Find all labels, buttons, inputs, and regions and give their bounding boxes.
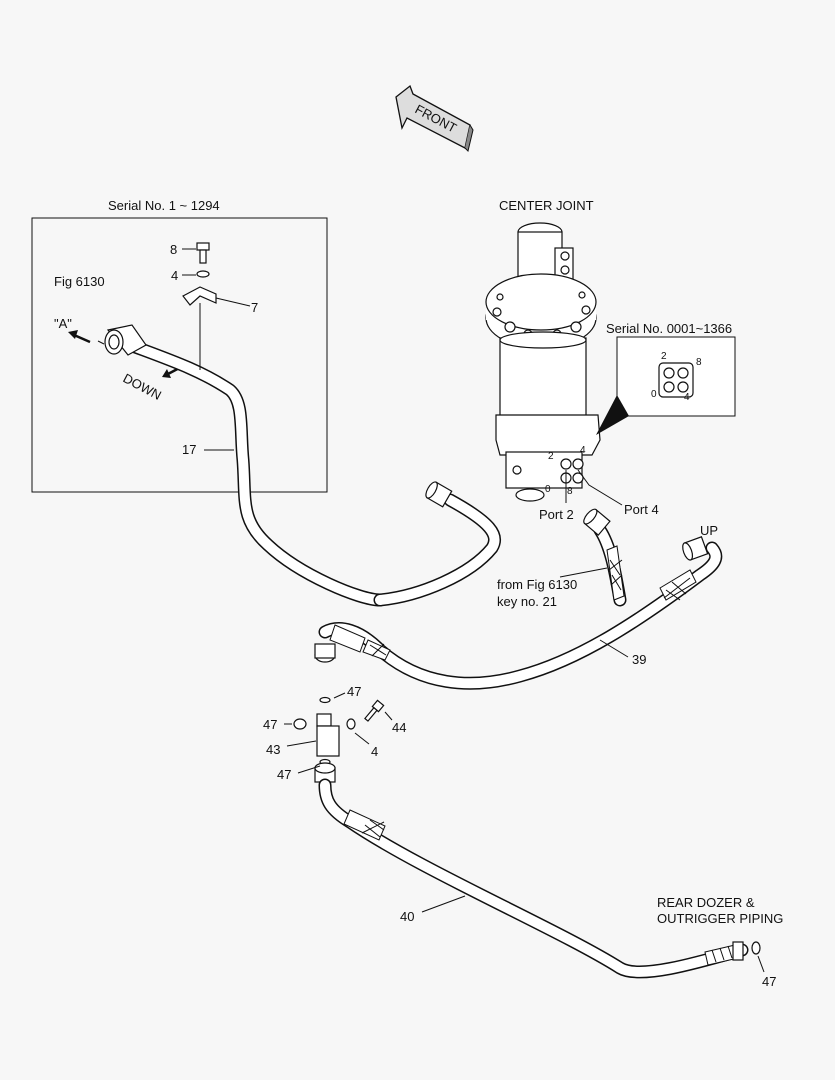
o-ring-47-end: [751, 941, 761, 955]
inset-port-num-2: 2: [661, 351, 667, 362]
tee-block-43: [316, 725, 340, 757]
front-direction-arrow: FRONT: [395, 84, 474, 152]
port-2-label: Port 2: [539, 507, 574, 522]
bolt-8: [196, 242, 210, 264]
callout-47-bottom: 47: [277, 767, 291, 782]
callout-47-left: 47: [263, 717, 277, 732]
pipe-40: 40 47 REAR DOZER & OUTRIGGER PIPING: [318, 778, 783, 989]
center-joint-title: CENTER JOINT: [499, 198, 594, 213]
callout-47-end: 47: [762, 974, 776, 989]
inset-serial-title: Serial No. 1 ~ 1294: [108, 198, 220, 213]
port-num-4: 4: [580, 445, 586, 456]
callout-17: 17: [182, 442, 196, 457]
view-a-label: "A": [54, 316, 72, 331]
destination-note-line1: REAR DOZER &: [657, 895, 755, 910]
callout-39: 39: [632, 652, 646, 667]
port-inset-title: Serial No. 0001~1366: [606, 321, 732, 336]
up-label: UP: [700, 523, 718, 538]
callout-44: 44: [392, 720, 406, 735]
center-joint: CENTER JOINT 2 4 0 8: [485, 198, 659, 522]
callout-47-top: 47: [347, 684, 361, 699]
tee-fitting-assembly: 47 47 44 43 4 47: [263, 684, 406, 783]
port-num-8: 8: [567, 486, 573, 497]
inset-port-num-8: 8: [696, 357, 702, 368]
callout-7: 7: [251, 300, 258, 315]
destination-note-line2: OUTRIGGER PIPING: [657, 911, 783, 926]
callout-43: 43: [266, 742, 280, 757]
callout-8: 8: [170, 242, 177, 257]
callout-40: 40: [400, 909, 414, 924]
port-num-0: 0: [545, 484, 551, 495]
inset-port-num-4: 4: [684, 392, 690, 403]
hose-from-fig-6130: from Fig 6130 key no. 21: [497, 508, 627, 609]
down-label: DOWN: [121, 370, 164, 403]
elbow-fitting: [97, 324, 147, 356]
bolt-44: [364, 699, 385, 722]
inset-fig-ref: Fig 6130: [54, 274, 105, 289]
callout-4-top: 4: [171, 268, 178, 283]
washer-4: [196, 270, 210, 278]
o-ring-47-top: [319, 696, 331, 704]
pipe-17: [373, 481, 501, 607]
callout-4-mid: 4: [371, 744, 378, 759]
early-serial-inset: Serial No. 1 ~ 1294 Fig 6130 "A" DOWN: [31, 198, 387, 607]
o-ring-47-left: [293, 718, 307, 730]
port-num-2: 2: [548, 451, 554, 462]
port-layout-inset: Serial No. 0001~1366 2 8 0 4: [596, 321, 736, 435]
view-a-arrow-icon: [73, 333, 91, 344]
inset-port-num-0: 0: [651, 389, 657, 400]
washer-4-mid: [346, 718, 356, 730]
clamp-7: [182, 286, 217, 306]
from-fig-note-line2: key no. 21: [497, 594, 557, 609]
pipe-39: UP 39: [314, 523, 723, 690]
from-fig-note-line1: from Fig 6130: [497, 577, 577, 592]
port-4-label: Port 4: [624, 502, 659, 517]
